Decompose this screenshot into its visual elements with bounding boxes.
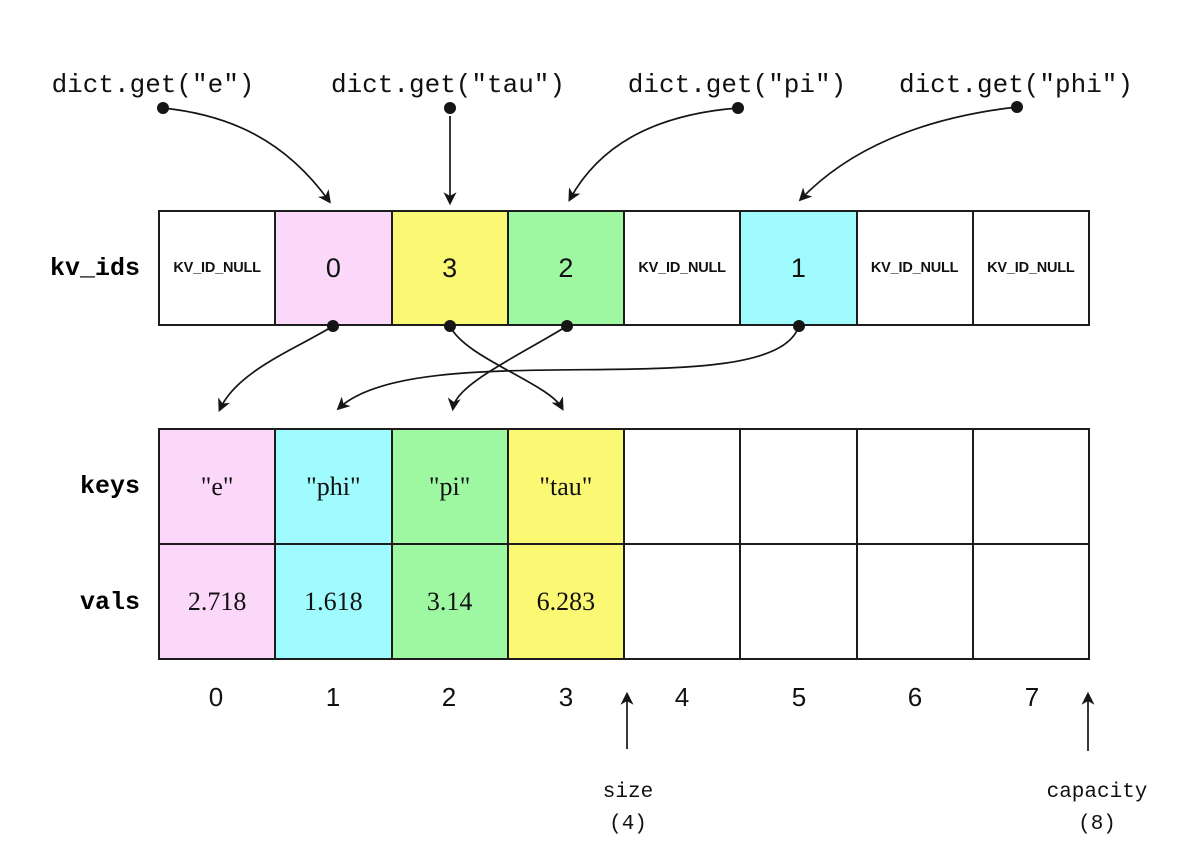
index-label-5: 5 <box>791 682 807 712</box>
index-label-2: 2 <box>441 682 457 712</box>
keys-cell-5 <box>741 430 858 543</box>
size-value: (4) <box>609 813 647 836</box>
arrow-kvid-1-to-keys-1 <box>336 325 800 411</box>
vals-cell-2: 3.14 <box>392 545 509 658</box>
capacity-value: (8) <box>1078 813 1116 836</box>
arrow-get-e-to-slot1 <box>162 107 331 204</box>
vals-cell-6 <box>857 545 974 658</box>
vals-cell-7 <box>973 545 1088 658</box>
kv-ids-row: KV_ID_NULL 0 3 2 KV_ID_NULL 1 KV_ID_NULL… <box>160 212 1088 324</box>
index-label-7: 7 <box>1024 682 1040 712</box>
call-dot-e <box>157 102 169 114</box>
kv-ids-array: KV_ID_NULL 0 3 2 KV_ID_NULL 1 KV_ID_NULL… <box>158 210 1090 326</box>
kv-ids-cell-4: KV_ID_NULL <box>625 212 742 324</box>
call-dot-pi <box>732 102 744 114</box>
vals-cell-4 <box>625 545 742 658</box>
kv-ids-cell-6: KV_ID_NULL <box>857 212 974 324</box>
vals-cell-0: 2.718 <box>160 545 277 658</box>
index-label-1: 1 <box>325 682 341 712</box>
vals-cell-5 <box>741 545 858 658</box>
index-label-6: 6 <box>907 682 923 712</box>
row-label-keys: keys <box>79 472 140 501</box>
keys-cell-2: "pi" <box>392 430 509 543</box>
arrow-kvid-3-to-keys-3 <box>449 325 564 411</box>
call-label-get-tau: dict.get("tau") <box>330 70 566 100</box>
vals-row: 2.718 1.618 3.14 6.283 <box>160 545 1088 658</box>
capacity-label: capacity <box>1046 781 1148 804</box>
keys-cell-0: "e" <box>160 430 277 543</box>
keys-row: "e" "phi" "pi" "tau" <box>160 430 1088 545</box>
call-label-get-phi: dict.get("phi") <box>898 70 1134 100</box>
kv-ids-cell-5: 1 <box>741 212 858 324</box>
kv-ids-cell-2: 3 <box>392 212 509 324</box>
vals-cell-3: 6.283 <box>508 545 625 658</box>
row-label-kv-ids: kv_ids <box>49 254 140 283</box>
arrow-get-pi-to-slot3 <box>568 107 739 202</box>
keys-cell-6 <box>857 430 974 543</box>
kv-ids-cell-1: 0 <box>276 212 393 324</box>
arrow-kvid-2-to-keys-2 <box>447 325 568 412</box>
call-label-get-pi: dict.get("pi") <box>627 70 847 100</box>
arrow-get-phi-to-slot5 <box>798 106 1018 202</box>
call-dot-tau <box>444 102 456 114</box>
vals-cell-1: 1.618 <box>276 545 393 658</box>
keys-cell-3: "tau" <box>508 430 625 543</box>
size-label: size <box>602 781 654 804</box>
keys-cell-1: "phi" <box>276 430 393 543</box>
kv-ids-cell-7: KV_ID_NULL <box>973 212 1088 324</box>
row-label-vals: vals <box>79 588 140 617</box>
kv-ids-cell-0: KV_ID_NULL <box>160 212 277 324</box>
keys-cell-4 <box>625 430 742 543</box>
keys-cell-7 <box>973 430 1088 543</box>
arrow-kvid-0-to-keys-0 <box>218 325 334 412</box>
keys-vals-array: "e" "phi" "pi" "tau" 2.718 1.618 3.14 6.… <box>158 428 1090 660</box>
call-label-get-e: dict.get("e") <box>51 70 255 100</box>
index-label-0: 0 <box>208 682 224 712</box>
index-label-3: 3 <box>558 682 574 712</box>
call-dot-phi <box>1011 101 1023 113</box>
kv-ids-cell-3: 2 <box>508 212 625 324</box>
index-label-4: 4 <box>674 682 690 712</box>
